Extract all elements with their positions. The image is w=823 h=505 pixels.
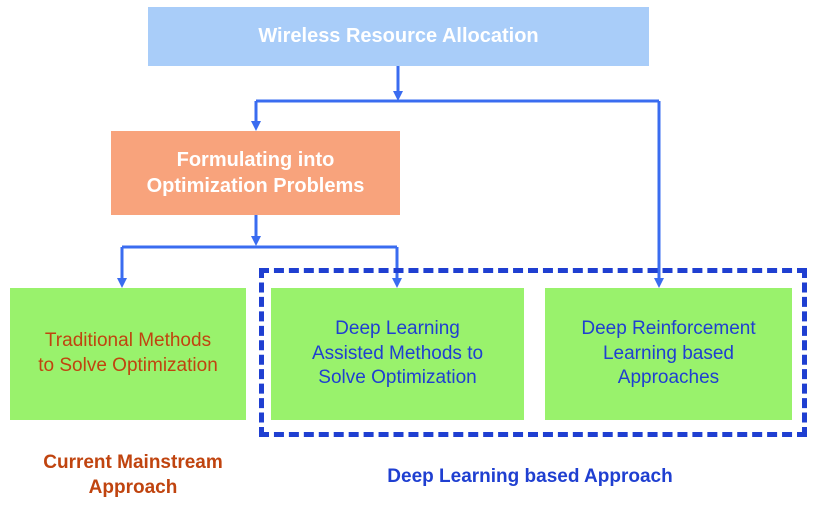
- node-wireless-resource-allocation: Wireless Resource Allocation: [148, 7, 649, 66]
- node-deep-learning-assisted: Deep Learning Assisted Methods to Solve …: [271, 288, 524, 420]
- node-formulating-optimization: Formulating into Optimization Problems: [111, 131, 400, 215]
- node-traditional-methods: Traditional Methods to Solve Optimizatio…: [10, 288, 246, 420]
- node-deep-reinforcement-learning: Deep Reinforcement Learning based Approa…: [545, 288, 792, 420]
- caption-current-mainstream: Current Mainstream Approach: [43, 452, 223, 499]
- caption-deep-learning-based: Deep Learning based Approach: [387, 466, 673, 487]
- deep-learning-group-border: [259, 268, 807, 437]
